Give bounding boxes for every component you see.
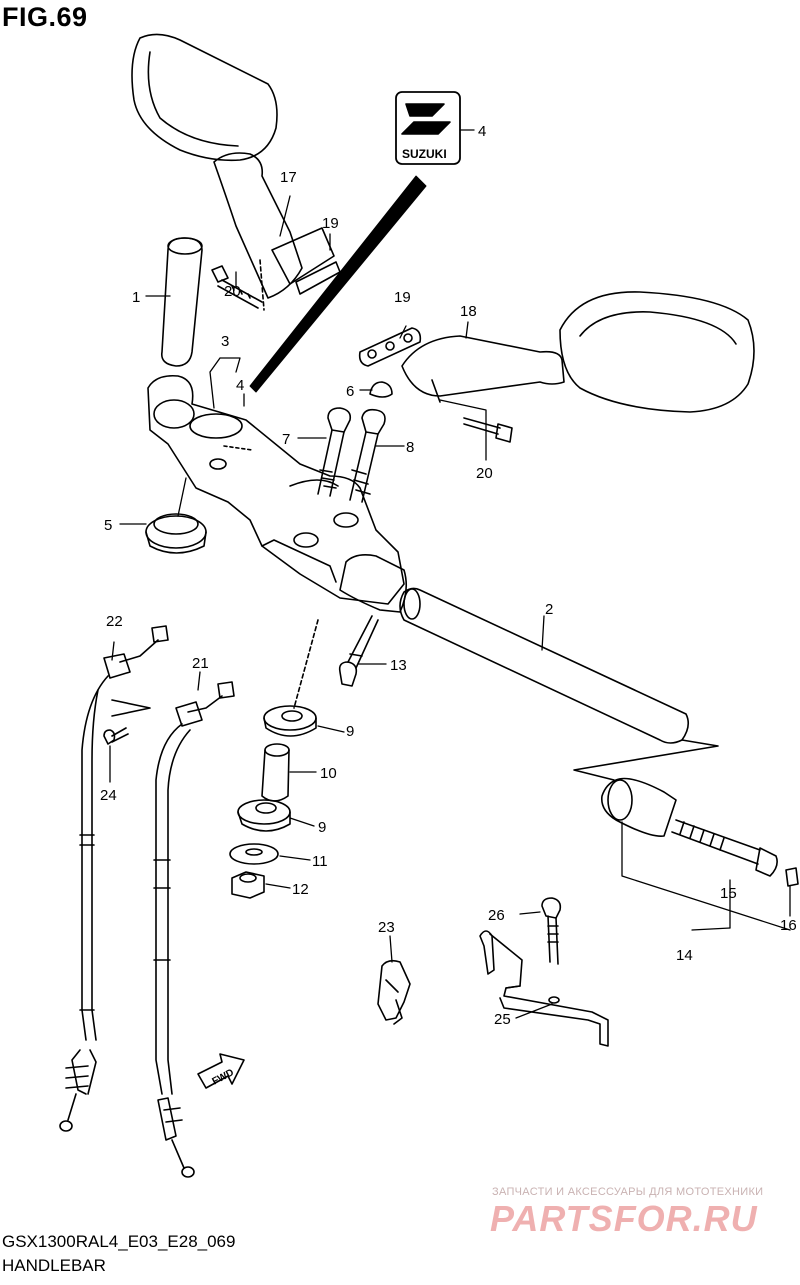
callout-9-upper: 9: [346, 723, 354, 740]
part-21-cable: [153, 681, 235, 1178]
callout-16: 16: [780, 917, 797, 934]
callout-25: 25: [494, 1011, 511, 1028]
part-9-cushion-upper: [263, 705, 317, 737]
callout-10: 10: [320, 765, 337, 782]
part-25-bracket: [479, 930, 609, 1047]
callout-4-emblem: 4: [478, 123, 486, 140]
part-9-cushion-lower: [237, 799, 291, 832]
callout-numbers: 1 2 3 4 4 5 6 7 8 9 9 10 11 12 13 14 15 …: [100, 123, 797, 1028]
part-19-plate-right: [358, 327, 422, 367]
callout-19-left: 19: [322, 215, 339, 232]
figure-name: HANDLEBAR: [2, 1256, 106, 1275]
callout-13: 13: [390, 657, 407, 674]
part-8-bolt: [349, 408, 386, 503]
part-4-suzuki-emblem: [395, 91, 461, 165]
part-23-clamp: [377, 959, 411, 1025]
part-18-right-mirror: [401, 291, 755, 413]
part-5-ring: [145, 513, 207, 554]
callout-6: 6: [346, 383, 354, 400]
part-12-nut: [231, 871, 265, 899]
part-2-handlebar-tube: [339, 554, 719, 781]
callout-20-right: 20: [476, 465, 493, 482]
part-13-bolt: [338, 615, 379, 687]
leader-line: [293, 619, 319, 709]
callout-23: 23: [378, 919, 395, 936]
direction-arrow: [249, 175, 427, 393]
callout-17: 17: [280, 169, 297, 186]
callout-18: 18: [460, 303, 477, 320]
part-20-bolt-left: [211, 265, 263, 309]
callout-2: 2: [545, 601, 553, 618]
callout-11: 11: [312, 853, 328, 870]
callout-12: 12: [292, 881, 309, 898]
callout-21: 21: [192, 655, 209, 672]
part-16-nut: [785, 867, 799, 887]
part-14-bar-end-weight: [600, 777, 677, 837]
part-22-cable: [59, 625, 169, 1132]
callout-5: 5: [104, 517, 112, 534]
model-code: GSX1300RAL4_E03_E28_069: [2, 1232, 236, 1251]
callout-8: 8: [406, 439, 414, 456]
callout-24: 24: [100, 787, 117, 804]
callout-20-left: 20: [224, 283, 241, 300]
callout-1: 1: [132, 289, 140, 306]
part-20-bolt-right: [463, 417, 513, 443]
callout-3: 3: [221, 333, 229, 350]
figure-title: FIG.69: [2, 2, 88, 32]
callout-9-lower: 9: [318, 819, 326, 836]
fwd-arrow: [197, 1053, 245, 1089]
part-26-bolt: [541, 897, 562, 965]
watermark-logo: PARTSFOR.RU: [490, 1198, 758, 1239]
suzuki-logo-text: SUZUKI: [402, 147, 447, 161]
callout-15: 15: [720, 885, 737, 902]
part-11-washer: [229, 843, 279, 865]
callout-22: 22: [106, 613, 123, 630]
part-10-spacer: [261, 743, 290, 802]
watermark-tagline: ЗАПЧАСТИ И АКСЕССУАРЫ ДЛЯ МОТОТЕХНИКИ: [492, 1186, 764, 1198]
part-6-cap: [369, 381, 393, 398]
part-17-left-mirror: [131, 33, 341, 311]
callout-7: 7: [282, 431, 290, 448]
part-3-bracket: [147, 374, 405, 605]
part-24-screw: [103, 699, 151, 745]
callout-14: 14: [676, 947, 693, 964]
part-7-bolt: [317, 407, 352, 497]
callout-4-bracket: 4: [236, 377, 244, 394]
callout-26: 26: [488, 907, 505, 924]
callout-19-right: 19: [394, 289, 411, 306]
part-15-bolt: [671, 819, 778, 877]
callout-leaders: [109, 129, 791, 1019]
part-1-grip: [160, 237, 203, 367]
